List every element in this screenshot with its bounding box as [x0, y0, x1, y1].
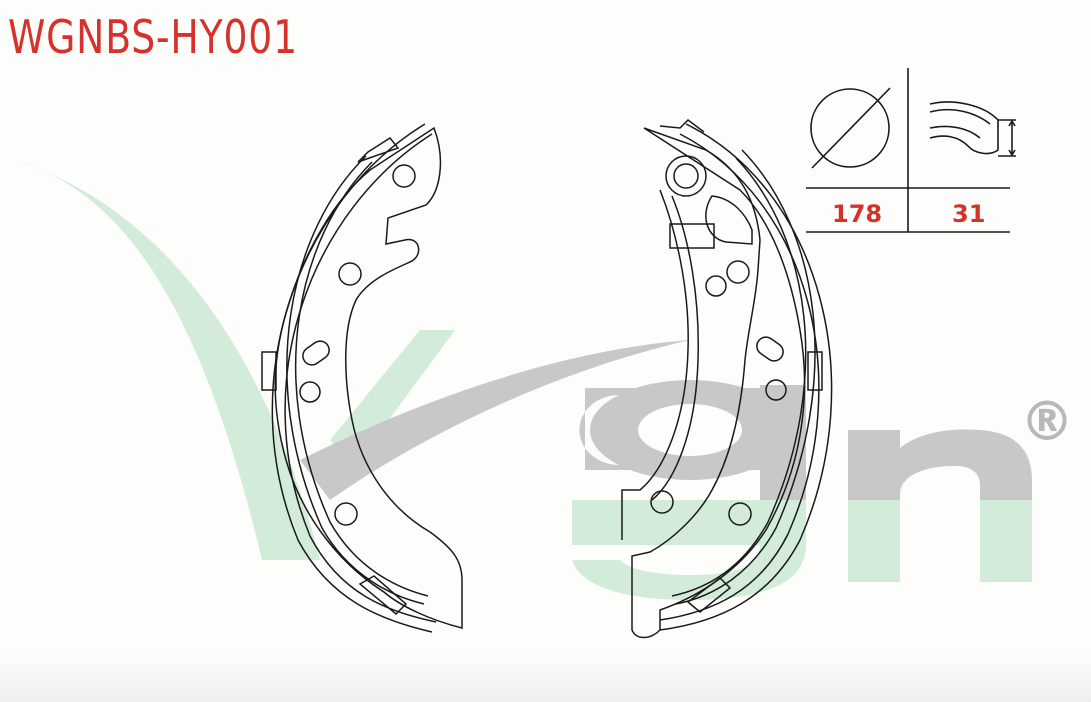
left-brake-shoe — [261, 123, 463, 633]
right-shoe-adjuster-block — [669, 223, 715, 249]
right-shoe-notch-middle — [807, 351, 823, 391]
left-shoe-notch-middle — [261, 351, 277, 391]
left-shoe-hole-upper — [338, 262, 362, 286]
right-shoe-pivot-inner — [673, 163, 699, 189]
left-shoe-hole-top — [392, 164, 416, 188]
diameter-icon — [810, 87, 891, 169]
watermark-logo: ® — [14, 160, 1074, 600]
right-shoe-hole-mid — [705, 275, 727, 297]
left-shoe-hole-middle — [299, 381, 321, 403]
watermark-letter-g-tail — [572, 500, 806, 600]
left-shoe-notch-top — [357, 137, 400, 163]
right-shoe-notch-top — [659, 119, 705, 133]
watermark-letter-n-top — [848, 429, 1032, 500]
right-shoe-pivot-outer — [665, 155, 707, 197]
spec-table — [806, 68, 1016, 233]
left-shoe-slot — [302, 340, 330, 366]
right-shoe-slot — [756, 336, 784, 362]
right-shoe-hole-lower — [728, 502, 752, 526]
left-shoe-notch-bottom — [358, 575, 408, 616]
width-value: 31 — [952, 200, 985, 228]
shoe-width-icon — [929, 101, 1016, 157]
watermark-letter-n-bottom — [848, 500, 1032, 582]
right-shoe-hole-upper — [726, 260, 750, 284]
watermark-gray-swoosh — [300, 340, 690, 500]
right-shoe-notch-bottom — [686, 577, 732, 613]
right-shoe-hole-middle — [765, 379, 787, 401]
part-number-title: WGNBS-HY001 — [8, 10, 298, 64]
registered-mark-icon: ® — [1020, 390, 1074, 453]
left-shoe-table — [286, 155, 425, 605]
right-shoe-hole-bottom — [650, 490, 674, 514]
watermark-letter-g-counter — [638, 404, 742, 456]
right-shoe-table — [675, 149, 816, 605]
right-shoe-lining-inner — [659, 133, 820, 621]
left-shoe-hole-lower — [334, 502, 358, 526]
right-shoe-adjuster-cutout — [705, 195, 753, 245]
left-shoe-lining-inner — [284, 133, 437, 623]
right-shoe-web — [631, 127, 806, 639]
right-brake-shoe — [621, 119, 833, 639]
right-shoe-lining-outer — [659, 123, 833, 631]
watermark-v-swoosh — [14, 160, 320, 560]
right-shoe-rib — [621, 189, 689, 540]
diameter-value: 178 — [832, 200, 882, 228]
